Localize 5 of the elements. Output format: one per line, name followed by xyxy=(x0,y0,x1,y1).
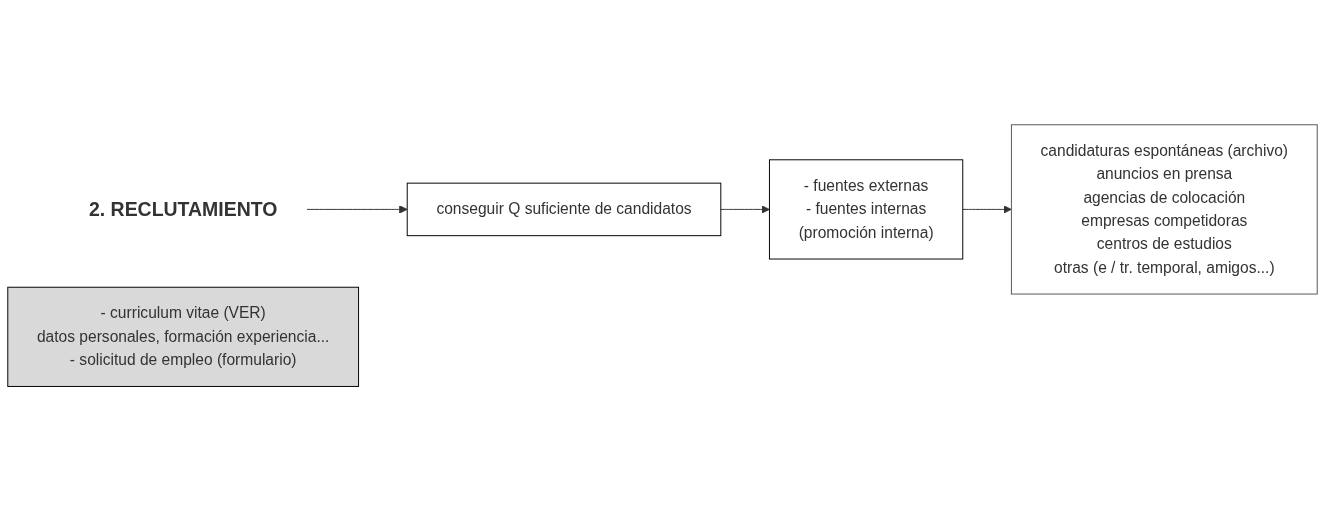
node-box: - fuentes externas - fuentes internas (promoción interna) xyxy=(768,159,964,260)
node-text: 2. RECLUTAMIENTO xyxy=(88,198,278,220)
node-box: conseguir Q suficiente de candidatos xyxy=(406,182,722,237)
node-box: candidaturas espontáneas (archivo) anuncios en prensa agencias de colocación empresas competidoras centros de estudios otras (e / tr. temporal, amigos...) xyxy=(1010,124,1318,295)
node-box: - curriculum vitae (VER) datos personales, formación experiencia... - solicitud de empleo (formulario) xyxy=(7,286,360,387)
